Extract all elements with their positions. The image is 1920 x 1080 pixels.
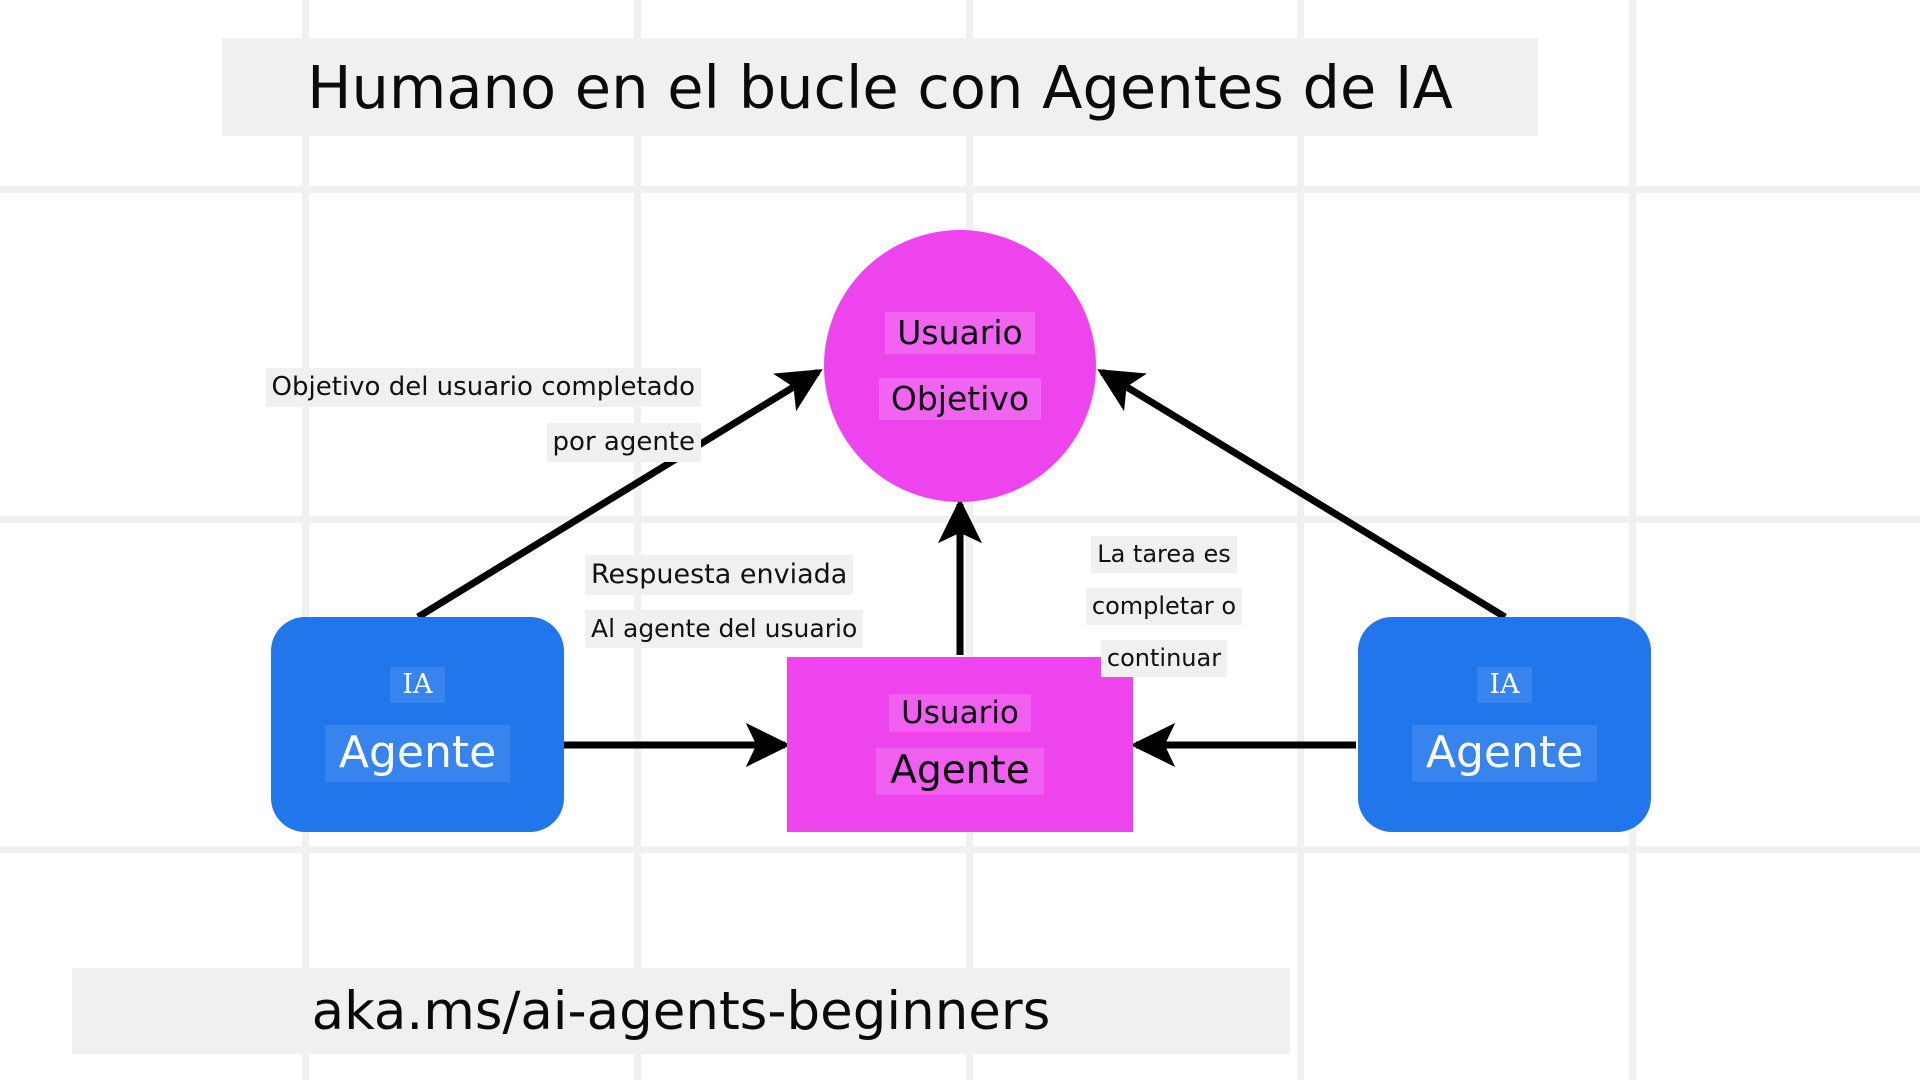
node-label-ia: IA bbox=[390, 667, 445, 704]
grid-line-horizontal bbox=[0, 186, 1920, 193]
edge-label-line-2: completar o bbox=[1085, 588, 1243, 625]
grid-line-vertical bbox=[1629, 0, 1636, 1080]
page-title: Humano en el bucle con Agentes de IA bbox=[307, 52, 1453, 122]
edge-label-line-1: Objetivo del usuario completado bbox=[265, 368, 701, 407]
edge-label-line-1: Respuesta enviada bbox=[585, 555, 854, 595]
grid-line-vertical bbox=[634, 0, 641, 1080]
grid-line-horizontal bbox=[0, 846, 1920, 853]
edge-label-line-3: continuar bbox=[1100, 640, 1228, 677]
node-label-agente: Agente bbox=[1411, 725, 1598, 782]
grid-line-horizontal bbox=[0, 516, 1920, 523]
node-user-agent[interactable]: Usuario Agente bbox=[787, 657, 1133, 832]
grid-line-vertical bbox=[966, 0, 973, 1080]
url-background-band bbox=[72, 968, 1290, 1054]
node-ai-agent-left[interactable]: IA Agente bbox=[271, 617, 564, 832]
resource-url[interactable]: aka.ms/ai-agents-beginners bbox=[311, 980, 1051, 1042]
edge-label-line-1: La tarea es bbox=[1091, 536, 1237, 573]
node-label-usuario: Usuario bbox=[885, 311, 1035, 354]
node-label-objetivo: Objetivo bbox=[878, 378, 1042, 421]
node-label-agente: Agente bbox=[876, 748, 1044, 795]
edge-label-response-sent: Respuesta enviada Al agente del usuario bbox=[585, 555, 864, 648]
edge-label-task-status: La tarea es completar o continuar bbox=[1053, 536, 1275, 677]
edge-label-line-2: Al agente del usuario bbox=[585, 610, 864, 648]
grid-line-vertical bbox=[1297, 0, 1304, 1080]
node-label-usuario: Usuario bbox=[889, 694, 1031, 733]
edge-label-goal-completed: Objetivo del usuario completado por agen… bbox=[265, 368, 701, 462]
node-label-ia: IA bbox=[1477, 667, 1532, 704]
node-label-agente: Agente bbox=[324, 725, 511, 782]
node-user-goal-circle[interactable]: Usuario Objetivo bbox=[824, 230, 1096, 502]
node-ai-agent-right[interactable]: IA Agente bbox=[1358, 617, 1651, 832]
grid-line-vertical bbox=[302, 0, 309, 1080]
edge-label-line-2: por agente bbox=[546, 423, 701, 462]
title-background-band bbox=[222, 38, 1538, 136]
